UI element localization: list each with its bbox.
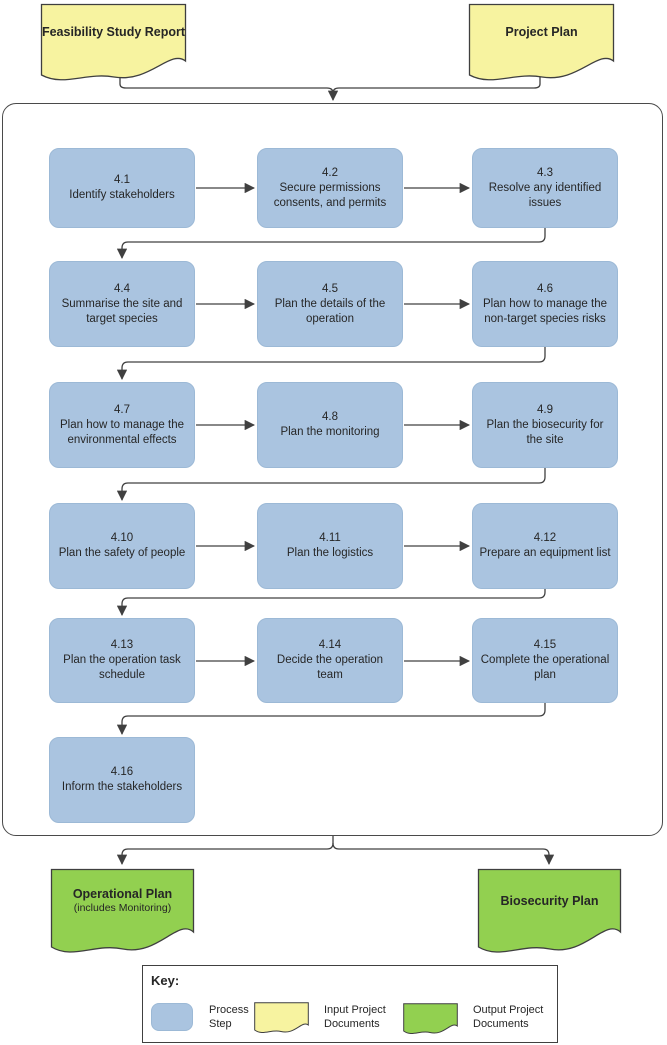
step-4-5: 4.5 Plan the details of the operation (257, 261, 403, 347)
output-document-operational-plan: Operational Plan (includes Monitoring) (50, 868, 195, 956)
step-4-3: 4.3 Resolve any identified issues (472, 148, 618, 228)
step-label: Plan the logistics (286, 547, 374, 559)
step-4-4: 4.4 Summarise the site and target specie… (49, 261, 195, 347)
step-label: Summarise the site and target species (61, 297, 183, 325)
doc-text: Feasibility Study Report (40, 3, 187, 61)
step-number: 4.4 (114, 282, 130, 295)
step-number: 4.12 (533, 532, 557, 544)
step-4-13: 4.13 Plan the operation task schedule (49, 618, 195, 703)
step-label: Identify stakeholders (69, 189, 175, 201)
step-label: Plan how to manage the environmental eff… (59, 418, 185, 446)
step-4-15: 4.15 Complete the operational plan (472, 618, 618, 703)
input-doc-shape (254, 1002, 309, 1033)
legend-title: Key: (151, 973, 180, 988)
step-label: Inform the stakeholders (61, 781, 183, 793)
step-number: 4.1 (114, 174, 130, 186)
step-number: 4.9 (537, 403, 553, 416)
doc-text: Biosecurity Plan (477, 868, 622, 934)
legend-input-doc-swatch (254, 1002, 309, 1040)
step-label: Prepare an equipment list (479, 547, 611, 559)
step-label: Plan the details of the operation (274, 297, 386, 325)
step-number: 4.11 (319, 532, 341, 544)
step-4-1: 4.1 Identify stakeholders (49, 148, 195, 228)
step-label: Plan how to manage the non-target specie… (482, 297, 608, 325)
step-4-6: 4.6 Plan how to manage the non-target sp… (472, 261, 618, 347)
input-document-feasibility-study-report: Feasibility Study Report (40, 3, 187, 83)
step-number: 4.15 (533, 639, 557, 651)
step-number: 4.10 (110, 532, 134, 544)
output-document-biosecurity-plan: Biosecurity Plan (477, 868, 622, 956)
document-shape (403, 1003, 458, 1034)
document-shape (50, 868, 195, 953)
step-number: 4.7 (114, 403, 130, 416)
step-4-9: 4.9 Plan the biosecurity for the site (472, 382, 618, 468)
document-shape (254, 1002, 309, 1033)
step-number: 4.14 (318, 639, 342, 651)
step-number: 4.13 (110, 639, 134, 651)
step-number: 4.5 (322, 282, 338, 295)
output-doc-shape (50, 868, 195, 953)
step-4-2: 4.2 Secure permissions consents, and per… (257, 148, 403, 228)
step-label: Plan the biosecurity for the site (486, 418, 604, 446)
output-doc-shape (477, 868, 622, 953)
doc-text: Project Plan (468, 3, 615, 61)
step-4-10: 4.10 Plan the safety of people (49, 503, 195, 589)
legend-process-step-label: Process Step (209, 1004, 249, 1030)
step-number: 4.6 (537, 282, 553, 295)
step-label: Plan the safety of people (58, 547, 186, 559)
input-document-project-plan: Project Plan (468, 3, 615, 83)
output-doc-shape (403, 1003, 458, 1034)
legend-output-doc-swatch (403, 1003, 458, 1041)
doc-sublabel: (includes Monitoring) (73, 902, 172, 914)
document-shape (40, 3, 187, 81)
step-label: Decide the operation team (276, 654, 384, 681)
step-number: 4.16 (110, 766, 134, 778)
step-4-7: 4.7 Plan how to manage the environmental… (49, 382, 195, 468)
doc-label: Operational Plan (72, 887, 173, 901)
step-4-11: 4.11 Plan the logistics (257, 503, 403, 589)
input-doc-shape (40, 3, 187, 81)
step-number: 4.8 (322, 411, 338, 423)
step-number: 4.3 (537, 166, 553, 179)
step-4-12: 4.12 Prepare an equipment list (472, 503, 618, 589)
step-label: Plan the monitoring (280, 426, 380, 438)
doc-label: Biosecurity Plan (500, 893, 599, 908)
doc-label: Project Plan (505, 24, 578, 39)
step-4-8: 4.8 Plan the monitoring (257, 382, 403, 468)
legend-key-box: Key: Process Step Input Project Document… (142, 965, 558, 1043)
step-label: Plan the operation task schedule (63, 654, 181, 681)
step-4-16: 4.16 Inform the stakeholders (49, 737, 195, 823)
step-4-14: 4.14 Decide the operation team (257, 618, 403, 703)
step-number: 4.2 (322, 166, 338, 179)
step-label: Resolve any identified issues (488, 181, 602, 209)
document-shape (477, 868, 622, 953)
doc-label: Feasibility Study Report (41, 24, 186, 39)
step-label: Complete the operational plan (480, 654, 610, 681)
step-label: Secure permissions consents, and permits (273, 181, 387, 209)
legend-process-step-swatch (151, 1003, 193, 1031)
legend-output-doc-label: Output Project Documents (473, 1004, 544, 1030)
doc-text: Operational Plan (includes Monitoring) (50, 868, 195, 934)
legend-input-doc-label: Input Project Documents (324, 1004, 386, 1030)
